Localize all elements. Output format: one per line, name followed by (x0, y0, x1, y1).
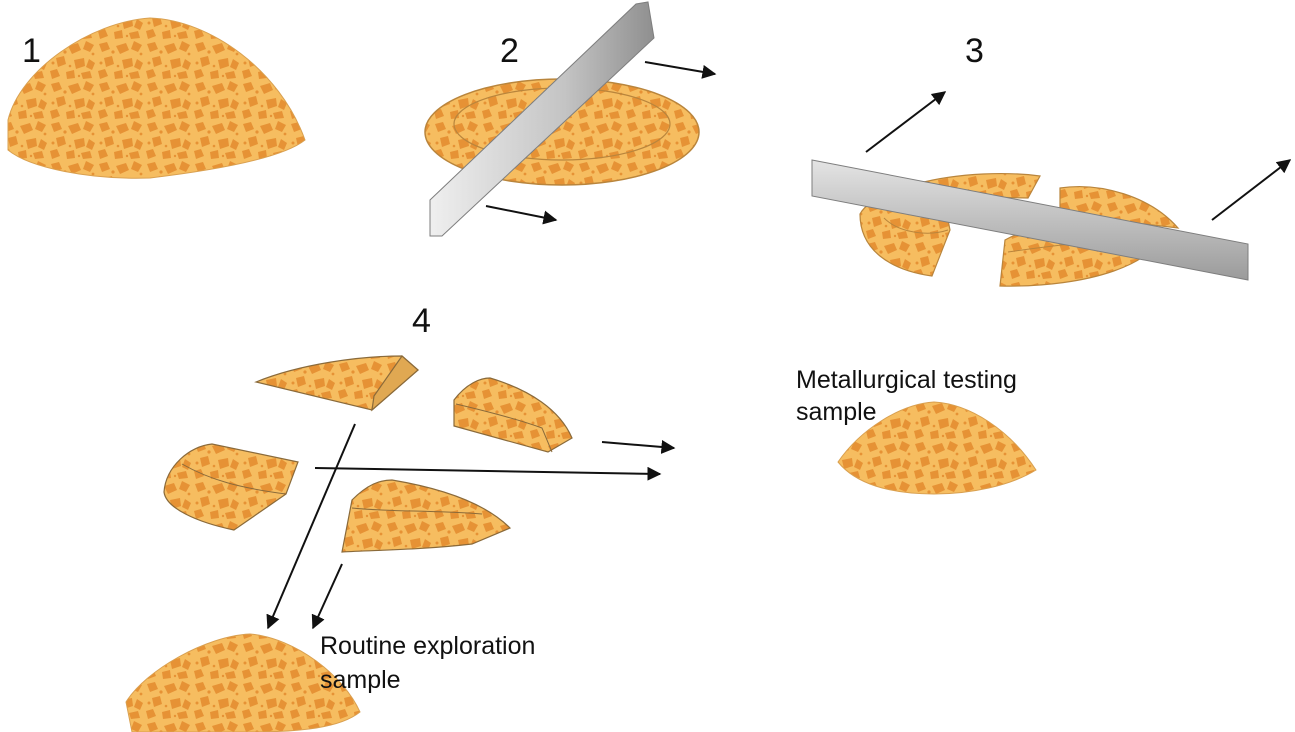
arrow-blade-up-left (865, 91, 947, 153)
metallurgical-label-line2: sample (796, 398, 877, 426)
arrow-to-metallurgical-short (601, 439, 676, 454)
separated-quarters (163, 355, 573, 553)
quarter-bottom-right (341, 479, 512, 553)
step-3-number: 3 (965, 32, 984, 70)
quarter-top-right (453, 377, 573, 453)
routine-label-line2: sample (320, 666, 401, 694)
step-1-number: 1 (22, 32, 41, 70)
arrow-blade-right-top (644, 61, 717, 79)
metallurgical-label-line1: Metallurgical testing (796, 366, 1017, 394)
routine-label-line1: Routine exploration (320, 632, 535, 660)
arrow-to-metallurgical-long (314, 466, 662, 481)
cutting-blade-vertical (429, 1, 655, 237)
arrow-to-routine-long (266, 423, 356, 630)
arrow-blade-right-bottom (485, 205, 558, 225)
ore-cone-initial (7, 17, 306, 179)
cutting-blade-horizontal (811, 159, 1249, 281)
routine-sample-pile (125, 633, 361, 732)
quarter-bottom-left (163, 443, 299, 531)
step-4-number: 4 (412, 302, 431, 340)
arrow-blade-up-right (1211, 159, 1292, 221)
step-2-number: 2 (500, 32, 519, 70)
arrow-to-routine-short (311, 563, 343, 630)
metallurgical-sample-pile (837, 401, 1037, 495)
